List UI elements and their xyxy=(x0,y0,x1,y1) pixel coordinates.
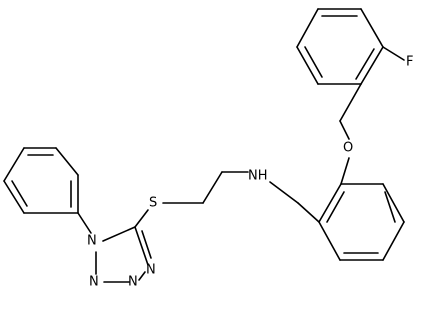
sulfur-label: S xyxy=(149,196,157,211)
c-f-bond xyxy=(382,46,405,61)
ether-oxygen-label: O xyxy=(343,141,353,156)
ch2-o-bond xyxy=(339,120,350,140)
tetrazole-n1-label: N xyxy=(87,234,97,249)
s-tetrazole-bond xyxy=(134,209,149,228)
benzyl-ch2-bond xyxy=(339,83,362,122)
ch2-nh-bond xyxy=(269,181,299,204)
tetrazole-ring xyxy=(95,226,152,283)
amine-nh-label: NH xyxy=(248,169,268,184)
tetrazole-n2-label: N xyxy=(89,275,99,290)
fluorine-label: F xyxy=(406,55,413,70)
tetrazole-n3-label: N xyxy=(128,275,138,290)
n-phenyl-bond xyxy=(77,212,92,234)
ch2-ch2-bond xyxy=(202,171,223,204)
o-aryl-bond xyxy=(340,157,350,185)
fluorophenyl-ring xyxy=(296,8,384,85)
aryl-ch2-bond xyxy=(297,202,320,223)
tetrazole-n4-label: N xyxy=(146,263,156,278)
phenyl-ring xyxy=(3,147,79,214)
phenoxy-ring xyxy=(318,183,405,261)
